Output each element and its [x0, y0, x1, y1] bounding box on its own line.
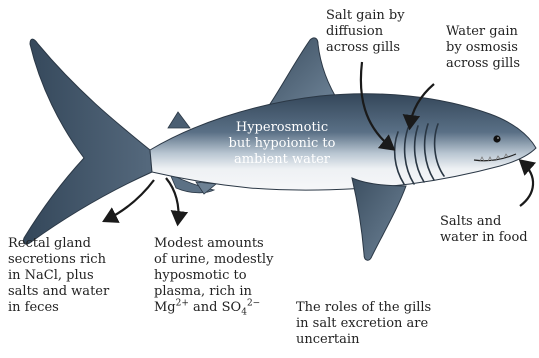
label-rectal-gland: Rectal gland secretions rich in NaCl, pl…: [8, 236, 109, 316]
label-water-gain: Water gain by osmosis across gills: [446, 24, 520, 72]
urine-ion-line: Mg2+ and SO42−: [154, 300, 273, 316]
label-gills-note: The roles of the gills in salt excretion…: [296, 300, 431, 348]
pectoral-fin: [352, 178, 406, 260]
second-dorsal-fin: [168, 112, 190, 128]
label-body-osmotic-state: Hyperosmotic but hypoionic to ambient wa…: [212, 120, 352, 168]
label-food-intake: Salts and water in food: [440, 214, 528, 246]
label-urine: Modest amounts of urine, modestly hyposm…: [154, 236, 273, 316]
arrow-food: [520, 162, 533, 206]
eye: [493, 135, 500, 142]
label-salt-gain: Salt gain by diffusion across gills: [326, 8, 405, 56]
caudal-fin: [23, 39, 152, 244]
